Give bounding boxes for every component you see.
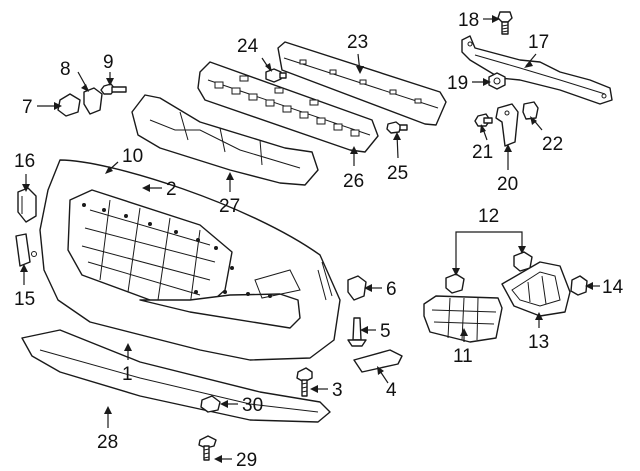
callout-27: 27 [219,196,240,217]
callout-29: 29 [236,450,257,471]
arrowheads [20,15,593,463]
part-7-bracket[interactable] [57,93,81,117]
part-12-nut-left[interactable] [445,273,465,294]
part-27-lower-absorber[interactable] [131,94,319,186]
callout-5: 5 [380,321,391,342]
part-21-bolt[interactable] [474,113,493,127]
part-22-clip[interactable] [522,101,539,120]
callout-20: 20 [497,174,518,195]
callout-6: 6 [386,279,397,300]
callout-25: 25 [387,163,408,184]
callout-30: 30 [242,395,263,416]
part-8-clip[interactable] [83,87,103,115]
callout-1: 1 [122,364,133,385]
part-13-bezel[interactable] [501,261,571,317]
part-25-bolt[interactable] [386,121,408,134]
callout-26: 26 [343,171,364,192]
part-29-screw[interactable] [198,435,217,461]
callout-19: 19 [447,73,468,94]
part-17-support-bracket[interactable] [461,35,613,105]
part-6-nut-clip[interactable] [347,275,367,301]
callout-17: 17 [528,32,549,53]
part-19-nut[interactable] [488,72,506,90]
callout-15: 15 [14,289,35,310]
callout-13: 13 [528,332,549,353]
callout-8: 8 [60,59,71,80]
part-14-nut[interactable] [570,275,588,296]
part-18-bolt[interactable] [497,11,513,35]
part-1-bumper-cover[interactable] [39,159,341,361]
callout-11: 11 [453,346,473,367]
callout-2: 2 [166,179,177,200]
part-16-side-bracket[interactable] [17,187,37,223]
callout-21: 21 [472,142,493,163]
callout-9: 9 [103,52,114,73]
callout-4: 4 [386,380,397,401]
callout-3: 3 [332,380,343,401]
part-20-bracket[interactable] [495,103,519,147]
callout-18: 18 [458,10,479,31]
part-3-bolt[interactable] [296,367,313,397]
callout-10: 10 [122,146,143,167]
callout-labels: 1 2 3 4 5 6 7 8 9 10 11 12 13 14 15 16 1… [14,10,624,471]
callout-14: 14 [602,277,624,298]
callout-28: 28 [97,432,118,453]
callout-24: 24 [237,36,259,57]
part-9-screw[interactable] [100,83,127,95]
part-23-reinforcement-bar[interactable] [277,41,447,126]
part-30-clip[interactable] [200,395,221,413]
part-5-push-pin[interactable] [347,317,367,347]
callout-12: 12 [478,206,499,227]
callout-7: 7 [22,97,33,118]
callout-16: 16 [14,151,35,172]
part-4-trim-strip[interactable] [353,349,403,373]
part-11-grille-insert[interactable] [423,295,503,343]
part-24-bolt[interactable] [265,68,287,83]
callout-23: 23 [347,32,368,53]
part-15-reflector[interactable] [15,233,37,267]
part-28-splitter-lip[interactable] [21,329,331,423]
callout-22: 22 [542,134,563,155]
part-26-energy-absorber[interactable] [197,61,379,153]
